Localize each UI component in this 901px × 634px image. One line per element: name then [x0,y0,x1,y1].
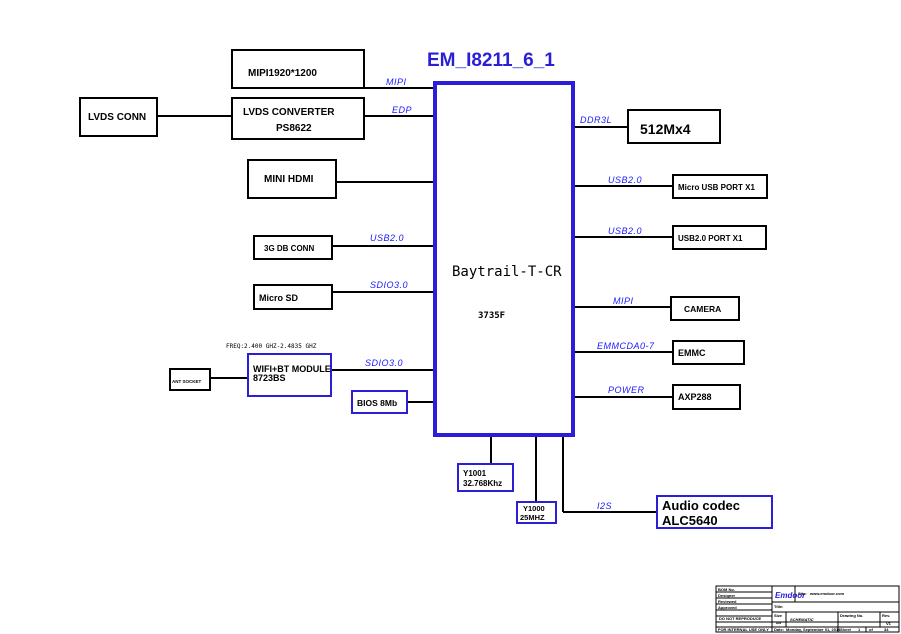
lvds-converter-part: PS8622 [276,123,312,134]
y1001-label: Y1001 [463,469,487,478]
wifi-bt-part: 8723BS [253,373,286,383]
tb-rev: V1 [886,621,892,626]
ant-socket-box [169,368,211,391]
tb-designer: Designer [718,593,736,598]
audio-codec-box [656,495,773,529]
y1001-freq: 32.768Khz [463,479,502,488]
mini-hdmi-box [247,159,337,199]
mini-hdmi-label: MINI HDMI [264,174,314,185]
signal-ddr: DDR3L [580,115,612,125]
tb-rev-label: Rev. [882,613,890,618]
tb-site: www.emdoor.com [809,591,845,596]
ant-socket-label: ANT SOCKET [172,379,202,384]
tb-size-label: Size [774,613,783,618]
tb-bom: BOM No. [718,587,735,592]
tb-site-label: Site: [798,591,807,596]
usb-port-label: USB2.0 PORT X1 [678,234,743,243]
tb-notice: DO NOT REPRODUCE [719,616,762,621]
title-block [715,585,900,633]
y1000-box [516,501,557,524]
signal-usb-3g: USB2.0 [370,233,404,243]
soc-name: Baytrail-T-CR [452,264,562,280]
micro-sd-label: Micro SD [259,293,299,303]
soc-box [433,81,575,437]
ram-box [627,109,721,144]
tb-internal: FOR INTERNAL USE ONLY [718,627,769,632]
signal-mipi-left: MIPI [386,77,407,87]
3g-db-conn-label: 3G DB CONN [264,244,314,253]
bios-label: BIOS 8Mb [357,398,397,408]
emmc-box [672,340,745,365]
micro-usb-box [672,174,768,199]
wifi-bt-box [247,353,332,397]
signal-usb-micro: USB2.0 [608,175,642,185]
tb-reviewed: Reviewed [718,599,737,604]
soc-part: 3735F [478,311,505,321]
mipi-panel-label: MIPI1920*1200 [248,68,317,79]
audio-codec-part: ALC5640 [662,513,718,528]
mipi-panel-box [231,49,365,89]
tb-date: Monday, September 01, 2014 [786,627,841,632]
ram-label: 512Mx4 [640,121,691,137]
lvds-conn-label: LVDS CONN [88,112,146,123]
tb-doc: SCHEMATIC [790,617,814,622]
signal-edp: EDP [392,105,412,115]
pmic-box [672,384,741,410]
usb-port-box [672,225,767,250]
wires [157,87,673,513]
3g-db-conn-box [253,235,333,260]
bios-box [351,390,408,414]
tb-size: A3 [776,620,782,625]
signal-sdio-wifi: SDIO3.0 [365,358,403,368]
lvds-converter-box [231,97,365,140]
y1001-box [457,463,514,492]
tb-logo: Emdoor [775,591,806,600]
signal-power: POWER [608,385,645,395]
lvds-conn-box [79,97,158,137]
micro-usb-label: Micro USB PORT X1 [678,183,755,192]
wifi-bt-label: WIFI+BT MODULE [253,364,331,374]
camera-box [670,296,740,321]
lvds-converter-label: LVDS CONVERTER [243,107,335,118]
signal-sdio-sd: SDIO3.0 [370,280,408,290]
emmc-label: EMMC [678,348,706,358]
tb-sheet-label: Sheet [840,627,852,632]
y1000-freq: 25MHZ [520,513,545,522]
tb-of: 34 [884,627,889,632]
signal-i2s: I2S [597,501,612,511]
y1000-label: Y1000 [523,504,545,513]
tb-approved: Approved [718,605,737,610]
tb-title-label: Title: [774,604,783,609]
signal-usb-port: USB2.0 [608,226,642,236]
pmic-label: AXP288 [678,392,712,402]
audio-codec-label: Audio codec [662,498,740,513]
micro-sd-box [253,284,333,310]
wifi-freq-note: FREQ:2.400 GHZ-2.4835 GHZ [226,343,317,350]
tb-sheet: 1 [858,627,861,632]
diagram-title: EM_I8211_6_1 [427,50,555,71]
tb-of-label: of [869,627,873,632]
signal-emmc: EMMCDA0-7 [597,341,655,351]
tb-drawing-no: Drawing No. [840,613,863,618]
signal-mipi-camera: MIPI [613,296,634,306]
tb-date-label: Date: [774,627,784,632]
camera-label: CAMERA [684,304,721,314]
